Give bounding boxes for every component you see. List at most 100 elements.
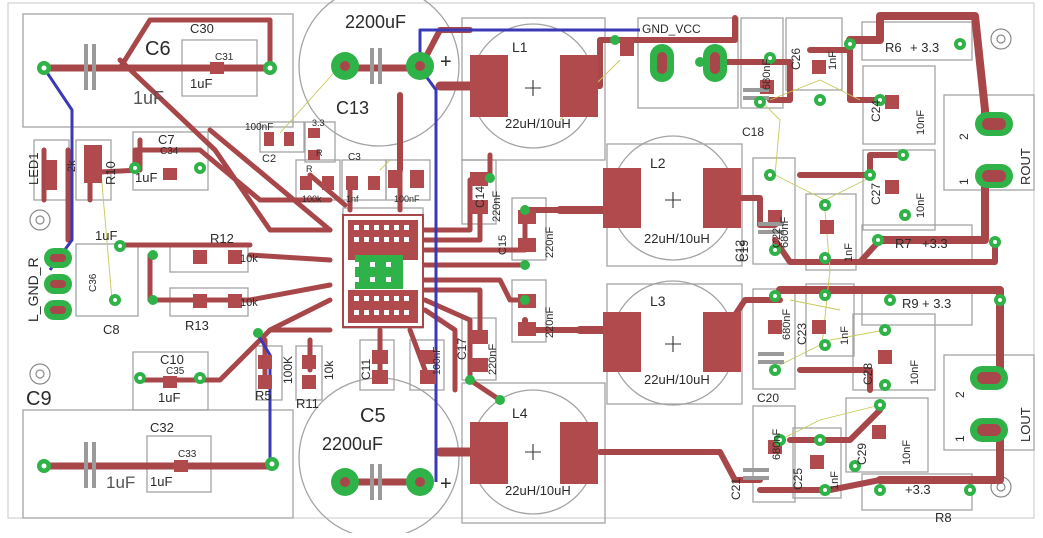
inductor-crosses	[525, 80, 681, 460]
label-r7: R7	[895, 236, 912, 251]
label-l-gnd-r: L_GND_R	[25, 257, 41, 322]
label-c15: C15	[497, 235, 509, 255]
label-gnd-vcc: GND_VCC	[642, 22, 701, 36]
capacitor-symbols	[84, 44, 784, 500]
label-c19-val: 680nF	[779, 217, 791, 248]
label-c31-val: 1uF	[190, 76, 212, 91]
label-l3: L3	[650, 293, 666, 309]
label-c35: C35	[166, 366, 185, 377]
label-c5-plus: +	[440, 473, 452, 495]
label-l4: L4	[512, 405, 528, 421]
label-c3: C3	[348, 152, 361, 163]
label-c5-val: 2200uF	[322, 434, 383, 454]
label-c24: C24	[869, 100, 883, 122]
label-r12-val: 10k	[240, 253, 258, 265]
label-r13: R13	[185, 318, 209, 333]
label-r6: R6	[885, 40, 902, 55]
label-c-100nf: 100nF	[394, 194, 420, 204]
label-c30: C30	[190, 21, 214, 36]
label-c33-val: 1uF	[150, 474, 172, 489]
label-r7-val: +3.3	[922, 236, 948, 251]
label-l1: L1	[512, 39, 528, 55]
label-c27: C27	[869, 183, 883, 205]
label-c32-val: 1uF	[106, 473, 135, 492]
label-rout-pin1: 1	[957, 178, 971, 185]
label-c19: C19	[737, 240, 751, 262]
label-lout-pin2: 2	[953, 391, 967, 398]
label-c23-val: 1nF	[839, 326, 851, 345]
label-r10: R10	[103, 161, 118, 185]
terminal-blocks	[44, 44, 1013, 442]
label-c8: C8	[103, 322, 120, 337]
label-c13-val: 2200uF	[345, 12, 406, 32]
label-c25-val: 1nF	[829, 471, 841, 490]
label-lout-pin1: 1	[953, 435, 967, 442]
label-r-top-val: 3.3	[312, 118, 325, 128]
label-c-1nf: 1nf	[346, 194, 359, 204]
label-c29: C29	[855, 443, 869, 465]
label-c20: C20	[757, 391, 779, 405]
smd-pads	[45, 38, 899, 472]
label-c7-val: 1uF	[135, 170, 157, 185]
label-r6-val: + 3.3	[910, 40, 939, 55]
label-c34: C34	[160, 146, 179, 157]
label-r8-val: +3.3	[905, 482, 931, 497]
label-c21-val: 680nF	[771, 429, 783, 460]
label-r8: R8	[935, 510, 952, 525]
label-c23: C23	[795, 323, 809, 345]
label-r9-val: + 3.3	[922, 296, 951, 311]
label-l2: L2	[650, 155, 666, 171]
label-r-top: R	[316, 148, 323, 158]
label-r5-val: 100K	[281, 356, 295, 384]
top-traces	[40, 12, 1004, 493]
label-c28: C28	[861, 363, 875, 385]
label-r5: R5	[255, 388, 272, 403]
label-rout: ROUT	[1018, 148, 1033, 185]
label-c21: C21	[729, 478, 743, 500]
label-r12: R12	[210, 231, 234, 246]
board-edge	[7, 2, 1035, 519]
label-c11: C11	[359, 359, 373, 380]
amplifier-ic	[342, 214, 424, 328]
label-c7: C7	[158, 132, 175, 147]
label-c11-val: 100nF	[432, 347, 443, 375]
label-l3-val: 22uH/10uH	[644, 372, 710, 387]
label-c32: C32	[150, 420, 174, 435]
label-c2-val: 100nF	[245, 122, 273, 133]
label-c13-plus: +	[440, 51, 452, 73]
label-c10-val: 1uF	[158, 390, 180, 405]
label-c18: C18	[742, 125, 764, 139]
label-c6: C6	[145, 38, 171, 60]
label-c17-val: 220nF	[487, 344, 499, 375]
label-r-small-val: 100k	[302, 194, 322, 204]
label-c13: C13	[336, 98, 369, 118]
label-c31: C31	[215, 52, 234, 63]
label-c17: C17	[455, 338, 469, 360]
label-c22-val: 1nF	[843, 243, 855, 262]
label-lout: LOUT	[1018, 407, 1033, 442]
vias	[37, 35, 1006, 496]
label-c680: 680nF	[761, 59, 773, 90]
label-c16-val: 220nF	[544, 307, 556, 338]
label-r11: R11	[296, 396, 319, 411]
label-r9: R9	[902, 296, 919, 311]
silkscreen-labels: C6 1uF C30 C31 1uF 2200uF C13 + C5 2200u…	[25, 12, 1033, 525]
label-c12: C12	[733, 240, 747, 262]
label-c680b: 680nF	[781, 309, 793, 340]
label-c5: C5	[360, 405, 386, 427]
label-c25: C25	[791, 468, 805, 490]
label-r10-val: 2k	[66, 160, 78, 172]
label-c15-val: 220nF	[544, 227, 556, 258]
label-c14-val: 220nF	[491, 191, 503, 222]
label-l4-val: 22uH/10uH	[505, 483, 571, 498]
label-c28-val: 10nF	[909, 360, 921, 385]
label-c6-val: 1uF	[133, 88, 164, 108]
label-r-small: R	[306, 164, 313, 174]
label-r13-val: 10k	[240, 297, 258, 309]
label-r11-val: 10k	[322, 360, 336, 380]
label-c2: C2	[262, 153, 276, 165]
label-c8-val: 1uF	[95, 228, 117, 243]
label-c33: C33	[178, 449, 197, 460]
